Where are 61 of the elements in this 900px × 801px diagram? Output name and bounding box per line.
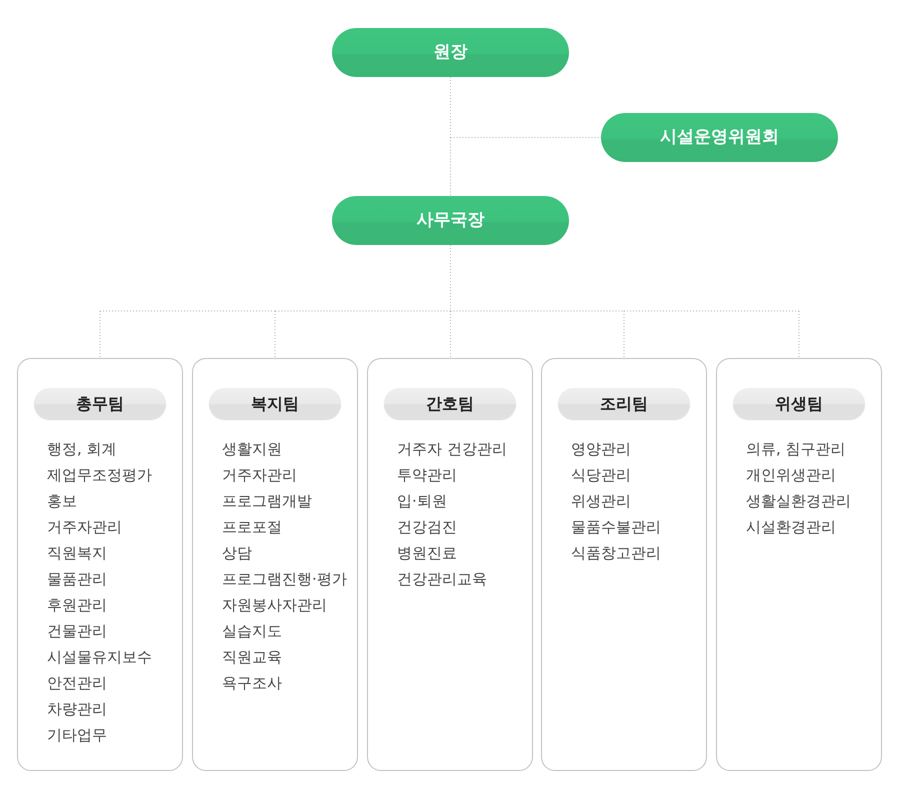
connector-line (450, 137, 602, 138)
duty-item: 건강검진 (397, 517, 457, 538)
duty-item: 직원복지 (47, 543, 107, 564)
duty-item: 자원봉사자관리 (222, 595, 327, 616)
duty-item: 직원교육 (222, 647, 282, 668)
duty-item: 프로그램진행·평가 (222, 569, 347, 590)
duty-item: 시설환경관리 (746, 517, 836, 538)
duty-item: 행정, 회계 (47, 439, 117, 460)
duty-item: 프로포절 (222, 517, 282, 538)
connector-line (274, 310, 276, 358)
team-header: 복지팀 (209, 388, 341, 419)
team-card (367, 358, 533, 771)
duty-item: 생활지원 (222, 439, 282, 460)
duty-item: 프로그램개발 (222, 491, 312, 512)
team-header: 간호팀 (384, 388, 516, 419)
duty-item: 위생관리 (571, 491, 631, 512)
connector-line (450, 244, 451, 312)
duty-item: 실습지도 (222, 621, 282, 642)
team-header: 조리팀 (558, 388, 690, 419)
duty-item: 건물관리 (47, 621, 107, 642)
connector-line (450, 137, 451, 196)
duty-item: 욕구조사 (222, 673, 282, 694)
connector-line (100, 310, 276, 312)
duty-item: 제업무조정평가 (47, 465, 152, 486)
duty-item: 식품창고관리 (571, 543, 661, 564)
connector-line (624, 310, 800, 312)
position-node: 사무국장 (332, 196, 569, 245)
duty-item: 물품관리 (47, 569, 107, 590)
duty-item: 상담 (222, 543, 252, 564)
duty-item: 투약관리 (397, 465, 457, 486)
team-card (541, 358, 707, 771)
duty-item: 차량관리 (47, 699, 107, 720)
duty-item: 생활실환경관리 (746, 491, 851, 512)
duty-item: 병원진료 (397, 543, 457, 564)
duty-item: 입·퇴원 (397, 491, 447, 512)
team-card (17, 358, 183, 771)
team-header: 위생팀 (733, 388, 865, 419)
duty-item: 후원관리 (47, 595, 107, 616)
duty-item: 안전관리 (47, 673, 107, 694)
connector-line (450, 310, 451, 358)
team-header: 총무팀 (34, 388, 166, 419)
duty-item: 의류, 침구관리 (746, 439, 846, 460)
duty-item: 홍보 (47, 491, 77, 512)
team-card (716, 358, 882, 771)
connector-line (450, 310, 624, 312)
duty-item: 식당관리 (571, 465, 631, 486)
position-node: 원장 (332, 28, 569, 77)
duty-item: 영양관리 (571, 439, 631, 460)
duty-item: 물품수불관리 (571, 517, 661, 538)
connector-line (450, 76, 451, 138)
connector-line (798, 310, 800, 358)
connector-line (274, 310, 451, 312)
duty-item: 거주자 건강관리 (397, 439, 507, 460)
duty-item: 기타업무 (47, 725, 107, 746)
duty-item: 개인위생관리 (746, 465, 836, 486)
duty-item: 시설물유지보수 (47, 647, 152, 668)
team-card (192, 358, 358, 771)
duty-item: 거주자관리 (47, 517, 122, 538)
duty-item: 거주자관리 (222, 465, 297, 486)
duty-item: 건강관리교육 (397, 569, 487, 590)
position-node: 시설운영위원회 (601, 113, 838, 162)
